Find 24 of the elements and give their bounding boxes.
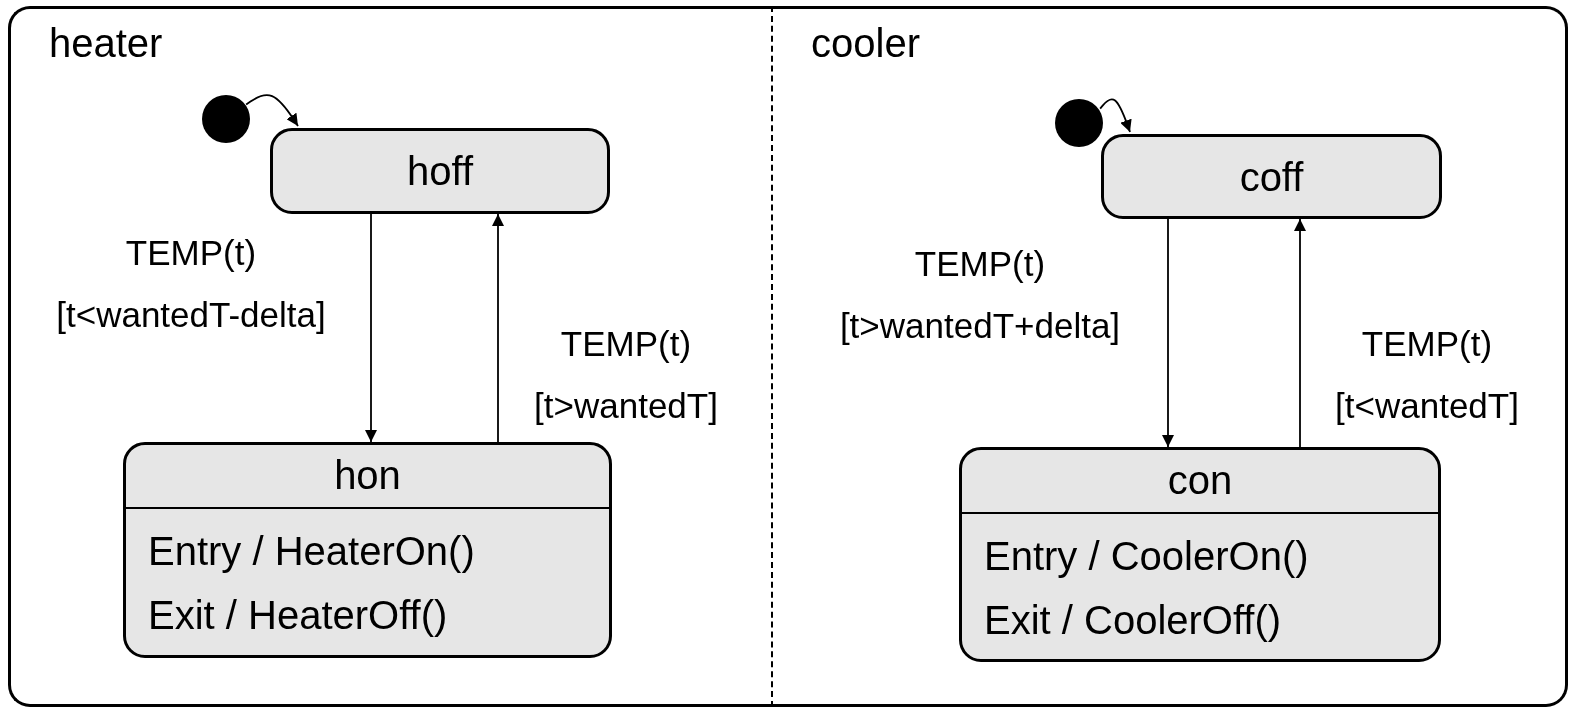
action-text: Exit / CoolerOff() bbox=[983, 598, 1283, 642]
action-text: Entry / HeaterOn() bbox=[147, 529, 476, 573]
state-box bbox=[1101, 134, 1442, 219]
action-text: Exit / HeaterOff() bbox=[147, 593, 449, 637]
transition-arrow bbox=[492, 213, 504, 443]
initial-state-dot bbox=[1055, 99, 1103, 147]
region-label: cooler bbox=[811, 21, 920, 65]
state-box bbox=[959, 447, 1441, 662]
transition-arrow bbox=[245, 94, 299, 127]
state-name: coff bbox=[1239, 154, 1304, 199]
transition-arrow bbox=[1099, 98, 1132, 133]
state-name: hoff bbox=[407, 149, 473, 193]
transition-arrow bbox=[1294, 218, 1306, 448]
transition-arrow bbox=[1162, 218, 1174, 448]
action-text: Entry / CoolerOn() bbox=[983, 534, 1310, 578]
region-panel bbox=[8, 6, 771, 707]
state-box bbox=[270, 128, 610, 214]
state-name: hon bbox=[126, 445, 609, 509]
region-label: heater bbox=[49, 21, 163, 65]
state-box bbox=[123, 442, 612, 658]
transition-arrow bbox=[365, 213, 377, 443]
state-name: con bbox=[962, 450, 1438, 514]
region-panel bbox=[771, 6, 1568, 707]
initial-state-dot bbox=[202, 95, 250, 143]
